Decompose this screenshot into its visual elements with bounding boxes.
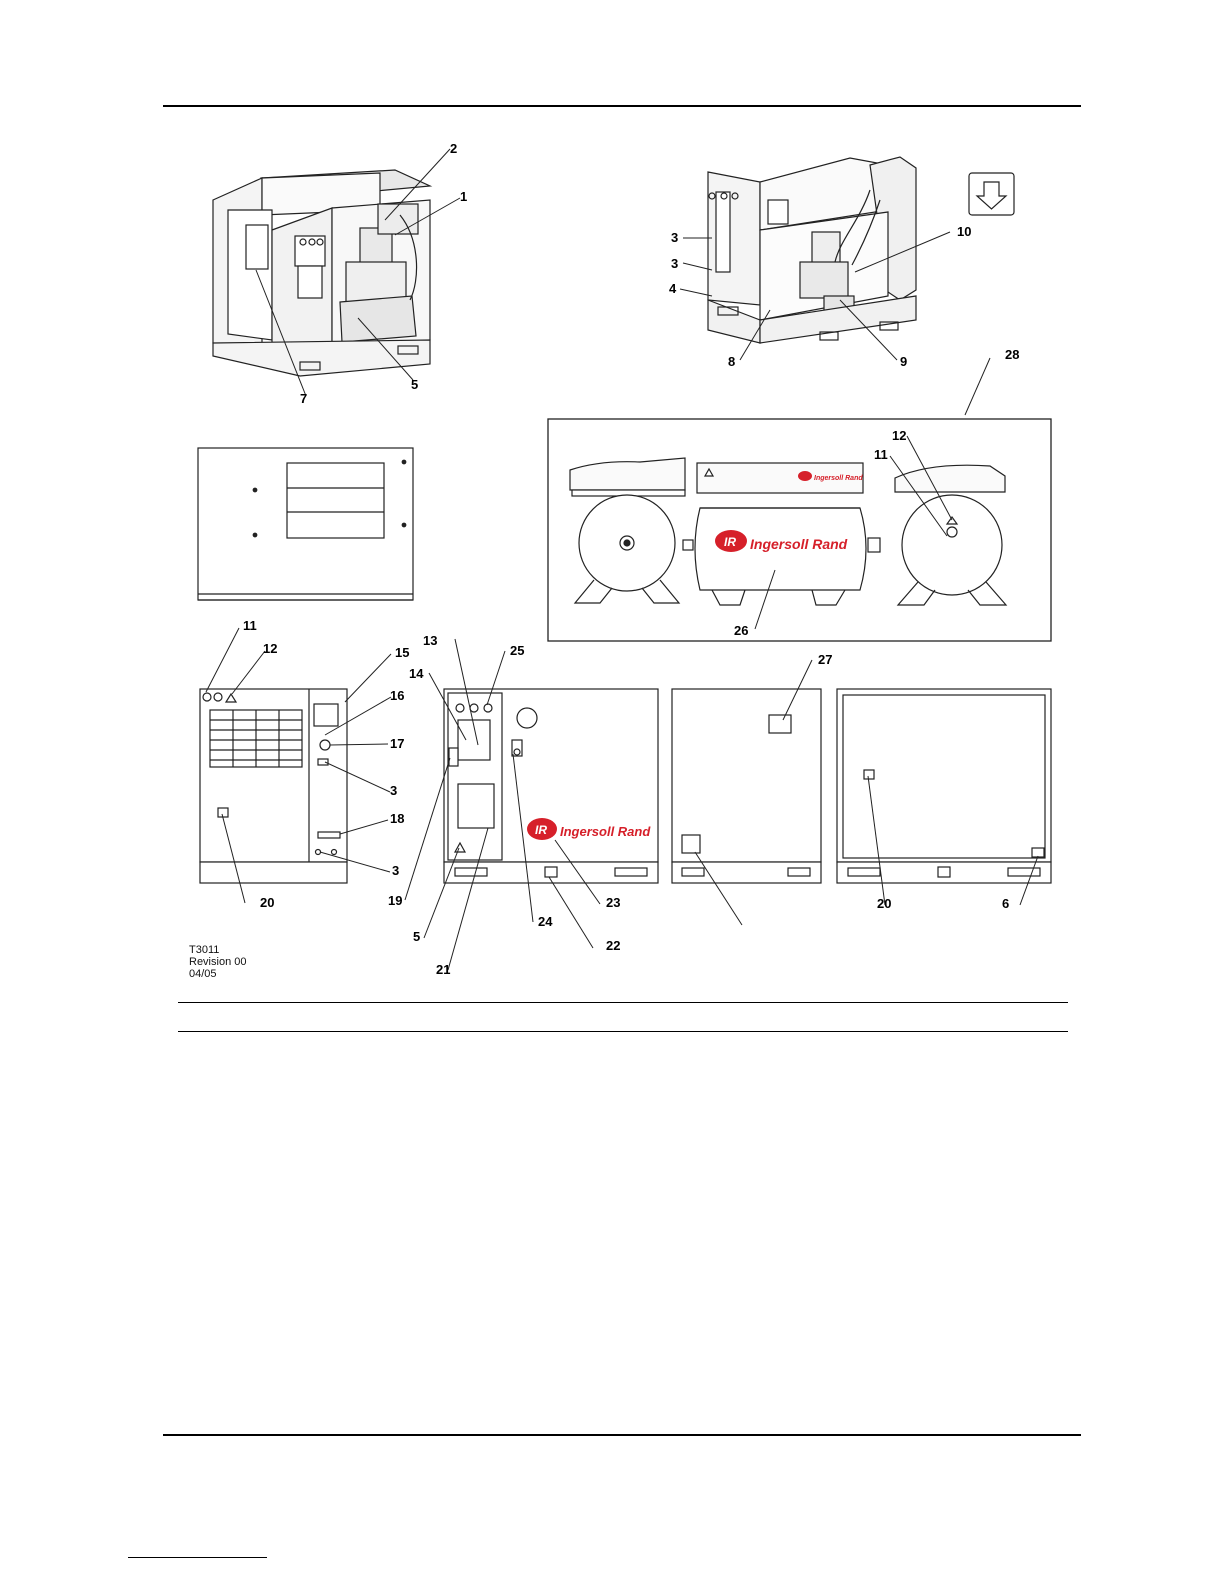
callout-11: 11 xyxy=(243,619,257,633)
revision-date: 04/05 xyxy=(189,968,246,980)
callout-5a: 4 xyxy=(669,282,676,296)
callout-12-tank: 12 xyxy=(892,429,906,443)
callout-3b: 3 xyxy=(671,257,678,271)
svg-text:Ingersoll Rand: Ingersoll Rand xyxy=(814,475,863,482)
svg-text:IR: IR xyxy=(724,535,736,549)
drawing-number: T3011 xyxy=(189,944,246,956)
isometric-view-right xyxy=(708,157,1014,343)
callout-10: 10 xyxy=(957,225,971,239)
isometric-view-left xyxy=(213,170,430,376)
side-view-c xyxy=(672,689,821,883)
callout-24: 24 xyxy=(538,915,552,929)
callout-14: 14 xyxy=(409,667,423,681)
revision-label: Revision 00 xyxy=(189,956,246,968)
callout-15: 15 xyxy=(395,646,409,660)
callout-13: 13 xyxy=(423,634,437,648)
callout-16: 16 xyxy=(390,689,404,703)
callout-1: 1 xyxy=(460,190,467,204)
svg-text:Ingersoll Rand: Ingersoll Rand xyxy=(750,536,848,552)
callout-26: 26 xyxy=(734,624,748,638)
top-view xyxy=(198,448,413,600)
callout-5b: 5 xyxy=(413,930,420,944)
callout-20a: 20 xyxy=(260,896,274,910)
callout-3c: 3 xyxy=(390,784,397,798)
callout-25: 25 xyxy=(510,644,524,658)
callout-6: 6 xyxy=(1002,897,1009,911)
callout-9: 9 xyxy=(900,355,907,369)
callout-18: 18 xyxy=(390,812,404,826)
callout-23: 23 xyxy=(606,896,620,910)
callout-19: 19 xyxy=(388,894,402,908)
callout-22: 22 xyxy=(606,939,620,953)
callout-28: 28 xyxy=(1005,348,1019,362)
front-view-b xyxy=(444,689,658,883)
svg-text:IR: IR xyxy=(535,823,547,837)
callout-11-tank: 11 xyxy=(874,448,888,462)
svg-text:Ingersoll Rand: Ingersoll Rand xyxy=(560,824,651,839)
callout-4: 5 xyxy=(411,378,418,392)
callout-8: 8 xyxy=(728,355,735,369)
callout-27: 27 xyxy=(818,653,832,667)
callout-2: 2 xyxy=(450,142,457,156)
tank-mounted-box xyxy=(548,419,1051,641)
callout-12: 12 xyxy=(263,642,277,656)
callout-7: 7 xyxy=(300,392,307,406)
callout-20b: 20 xyxy=(877,897,891,911)
callout-21: 21 xyxy=(436,963,450,977)
callout-3a: 3 xyxy=(671,231,678,245)
down-arrow-icon xyxy=(969,173,1014,215)
callout-17: 17 xyxy=(390,737,404,751)
callout-3d: 3 xyxy=(392,864,399,878)
revision-block: T3011 Revision 00 04/05 xyxy=(189,944,246,980)
